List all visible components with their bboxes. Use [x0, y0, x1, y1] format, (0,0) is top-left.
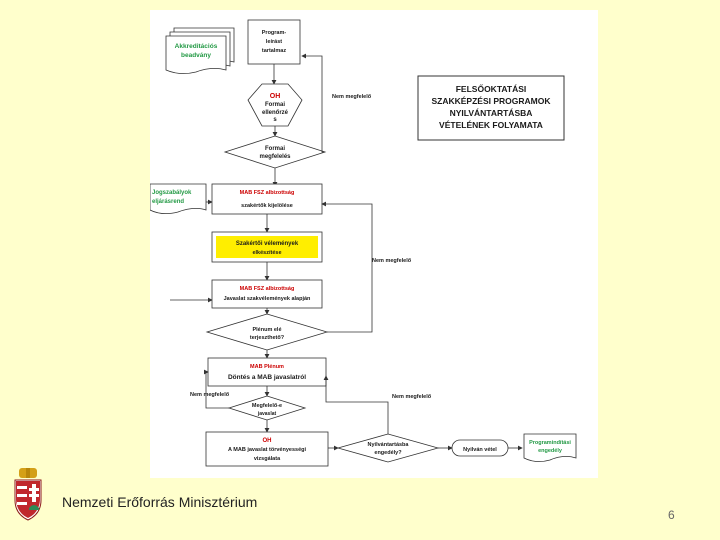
flow-title-line-4: VÉTELÉNEK FOLYAMATA [439, 120, 543, 130]
svg-text:Formai: Formai [265, 102, 285, 108]
label-nem-megfelelo-3: Nem megfelelő [190, 392, 230, 398]
svg-text:megfelelés: megfelelés [259, 154, 291, 160]
svg-text:engedély?: engedély? [374, 450, 402, 456]
akkreditacios-label-1: Akkreditációs [175, 43, 218, 50]
flow-title-line-2: SZAKKÉPZÉSI PROGRAMOK [431, 96, 551, 106]
hexagon-formai-ellenorzes: OH Formai ellenőrzé s [247, 83, 303, 127]
process-torvenyessegi-vizsgalat: OH A MAB javaslat törvényességi vizsgála… [205, 431, 329, 467]
oh-label: OH [270, 93, 281, 100]
svg-text:Szakértői vélemények: Szakértői vélemények [236, 241, 299, 247]
svg-text:A MAB javaslat törvényességi: A MAB javaslat törvényességi [228, 447, 307, 453]
page-number: 6 [668, 508, 675, 522]
document-jogszabalyok: Jogszabályok eljárásrend [150, 183, 207, 214]
terminator-nyilvan-vetel: Nyilván vétel [451, 439, 509, 457]
svg-text:MAB FSZ albizottság: MAB FSZ albizottság [240, 190, 295, 196]
svg-text:engedély: engedély [538, 448, 563, 454]
svg-text:Nyilvántartásba: Nyilvántartásba [368, 442, 410, 448]
decision-plenum: Plénum elé terjeszthető? [205, 313, 329, 351]
svg-text:Plénum elé: Plénum elé [252, 327, 281, 333]
label-nem-megfelelo-4: Nem megfelelő [392, 394, 432, 400]
label-nem-megfelelo-1: Nem megfelelő [332, 94, 372, 100]
flowchart-area: FELSŐOKTATÁSI SZAKKÉPZÉSI PROGRAMOK NYIL… [150, 10, 598, 478]
svg-text:s: s [273, 117, 277, 123]
svg-text:Programindítási: Programindítási [529, 440, 571, 446]
label-nem-megfelelo-2: Nem megfelelő [372, 258, 412, 264]
svg-text:Nyilván vétel: Nyilván vétel [463, 447, 497, 453]
process-javaslat: MAB FSZ albizottság Javaslat szakvélemén… [211, 279, 323, 309]
decision-formai-megfeleles: Formai megfelelés [223, 135, 327, 169]
svg-text:javaslat: javaslat [257, 411, 277, 417]
process-szakertok-kijelolese: MAB FSZ albizottság szakértők kijelölése [211, 183, 323, 215]
jogszabalyok-label-2: eljárásrend [152, 199, 184, 205]
flow-title-box: FELSŐOKTATÁSI SZAKKÉPZÉSI PROGRAMOK NYIL… [417, 75, 565, 141]
svg-text:vizsgálata: vizsgálata [254, 456, 281, 462]
svg-text:MAB Plénum: MAB Plénum [250, 364, 284, 370]
svg-text:MAB FSZ albizottság: MAB FSZ albizottság [240, 286, 295, 292]
document-programinditasi-engedely: Programindítási engedély [523, 433, 577, 462]
process-szakertoi-velemenyek: Szakértői vélemények elkészítése [211, 231, 323, 263]
svg-text:elkészítése: elkészítése [252, 250, 281, 256]
jogszabalyok-label-1: Jogszabályok [152, 190, 192, 196]
decision-megfelelo-javaslat: Megfelelő-e javaslat [227, 395, 307, 421]
svg-text:tartalmaz: tartalmaz [262, 48, 286, 54]
svg-text:Megfelelő-e: Megfelelő-e [252, 403, 282, 409]
akkreditacios-label-2: beadvány [181, 52, 211, 59]
svg-text:szakértők kijelölése: szakértők kijelölése [241, 203, 293, 209]
svg-text:terjeszthető?: terjeszthető? [250, 335, 285, 341]
ministry-name: Nemzeti Erőforrás Minisztérium [62, 494, 258, 510]
svg-text:OH: OH [263, 438, 272, 444]
svg-text:ellenőrzé: ellenőrzé [262, 110, 289, 116]
flow-title-line-1: FELSŐOKTATÁSI [456, 83, 527, 94]
process-dontes: MAB Plénum Döntés a MAB javaslatról [207, 357, 327, 387]
flowchart-diagram: FELSŐOKTATÁSI SZAKKÉPZÉSI PROGRAMOK NYIL… [150, 19, 577, 467]
document-akkreditacios-beadvany: Akkreditációs beadvány [165, 27, 235, 74]
svg-text:Döntés a MAB javaslatról: Döntés a MAB javaslatról [228, 374, 306, 381]
box-programleiras: Program- leírást tartalmaz [247, 19, 301, 65]
svg-text:Formai: Formai [265, 146, 285, 152]
flow-title-line-3: NYILVÁNTARTÁSBA [450, 108, 533, 118]
svg-text:Program-: Program- [262, 30, 287, 36]
svg-text:Javaslat szakvélemények alapjá: Javaslat szakvélemények alapján [224, 296, 311, 302]
decision-nyilvantartasba: Nyilvántartásba engedély? [336, 433, 440, 463]
coat-of-arms-logo [12, 468, 44, 522]
svg-text:leírást: leírást [266, 39, 282, 45]
